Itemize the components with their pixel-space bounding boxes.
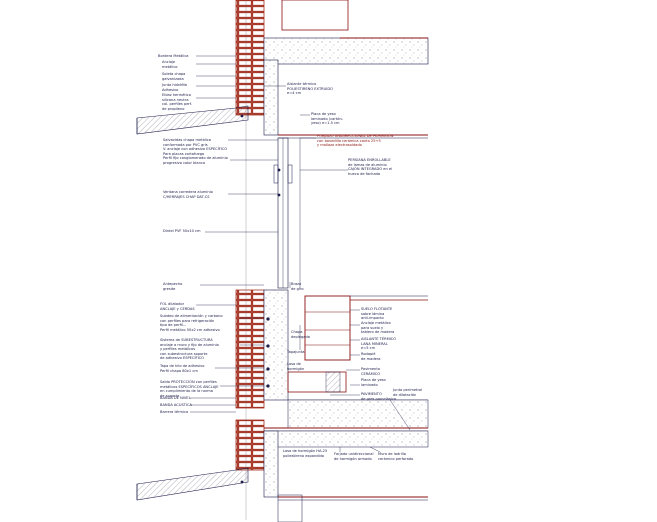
label-anclaje-r: Anclaje metálico para suelo y tablero de… <box>361 321 395 335</box>
leader-lines-left <box>190 55 278 413</box>
label-fol: FOL dilatador ANCLAJE y CERDAS <box>160 302 195 311</box>
label-salvavidas: Salvavidas chapa metálica conformada por… <box>163 138 228 156</box>
label-perfil: Perfil fijo conglomerado de aluminio pro… <box>163 156 228 165</box>
middle-floor-slab <box>287 399 429 429</box>
label-anclaje: Anclaje metálico <box>162 60 178 69</box>
label-antepecho: Antepecho gresite <box>163 282 183 291</box>
label-aislante-mid: AISLANTE TÉRMICO LANA MINERAL e=5 cm <box>361 337 397 351</box>
brick-wall-lower <box>235 419 265 471</box>
label-subdeo: Subdeo de alimentación y carbono con per… <box>160 314 223 332</box>
label-forjado: FORJADO UNIDIRECCIONAL DE HORMIGÓN con b… <box>317 134 394 148</box>
sill-upper <box>136 105 249 135</box>
label-junta: Junta hidrófila Adhesivo <box>162 83 187 92</box>
label-junta-r: Junta perimetral de dilatación <box>393 388 423 397</box>
label-banda-nivel: BANDA DE NIVEL <box>160 396 191 400</box>
label-sistema: Sistema de SUBESTRUCTURA anclaje a muro … <box>160 338 219 361</box>
floor-buildup <box>304 295 351 361</box>
leader-lines-right <box>264 85 411 453</box>
top-slab-edge <box>263 59 279 136</box>
label-soleta: Soleta chapa galvanizada <box>162 72 186 81</box>
radiator-box <box>287 371 347 393</box>
label-ventana: Ventana corredera aluminio C/HERRAJES CH… <box>163 190 213 199</box>
brick-wall-middle <box>235 289 265 409</box>
label-suelo: SUELO FLOTANTE sobre lámina anti-impacto <box>361 307 393 321</box>
label-muro-bottom: Muro de ladrillo cerámico perforado <box>378 452 414 461</box>
label-losa: Losa de hormigón <box>287 362 305 371</box>
lower-slab-edge <box>263 430 279 498</box>
label-brazo: Brazo de giro <box>291 282 304 291</box>
label-banda-acustica: BANDA ACUSTICA <box>160 403 192 407</box>
label-saldo: Saldo PROTECCIÓN con perfiles metálicos … <box>160 380 219 398</box>
top-slab <box>263 37 429 65</box>
brick-wall-upper <box>235 0 265 116</box>
label-dintel: Dintel PVF 50x10 cm <box>163 229 201 233</box>
label-rodapie: Rodapié de madera <box>361 352 381 361</box>
sill-lower <box>136 467 249 501</box>
label-forjado-bottom: Forjado unidireccional de hormigón armad… <box>334 452 374 461</box>
label-tapa: Tapa de hilo de adhesivo Perfil chapa 80… <box>160 364 205 373</box>
label-eldaz: Eldaz hermético silicona neutra col. per… <box>162 93 193 111</box>
label-placa-yeso: Placa de yeso laminado (cartón- yeso) e=… <box>311 112 344 126</box>
label-chapa: Chapa deplegada <box>291 330 310 339</box>
label-placa-mid: Placa de yeso laminado <box>361 378 386 387</box>
label-barrera: Barrera térmica <box>160 410 189 414</box>
label-pavimento2: PAVIMENTO de gres porcelánico <box>361 392 397 401</box>
label-losa-bottom: Losa de hormigón HA-25 poliestireno expa… <box>283 449 328 458</box>
label-persiana: PERSIANA ENROLLABLE de lamas de aluminio… <box>348 158 393 176</box>
label-bordera: Bordera Metálica <box>158 54 189 58</box>
label-tapajunta: Tapajunta <box>287 350 305 354</box>
top-room-wall <box>281 0 349 31</box>
label-pavimento: Pavimento CERÁMICO <box>361 367 381 376</box>
label-aislante-top: Aislante térmico POLIESTIRENO EXTRUIDO e… <box>287 82 333 96</box>
lower-slab <box>263 430 429 448</box>
